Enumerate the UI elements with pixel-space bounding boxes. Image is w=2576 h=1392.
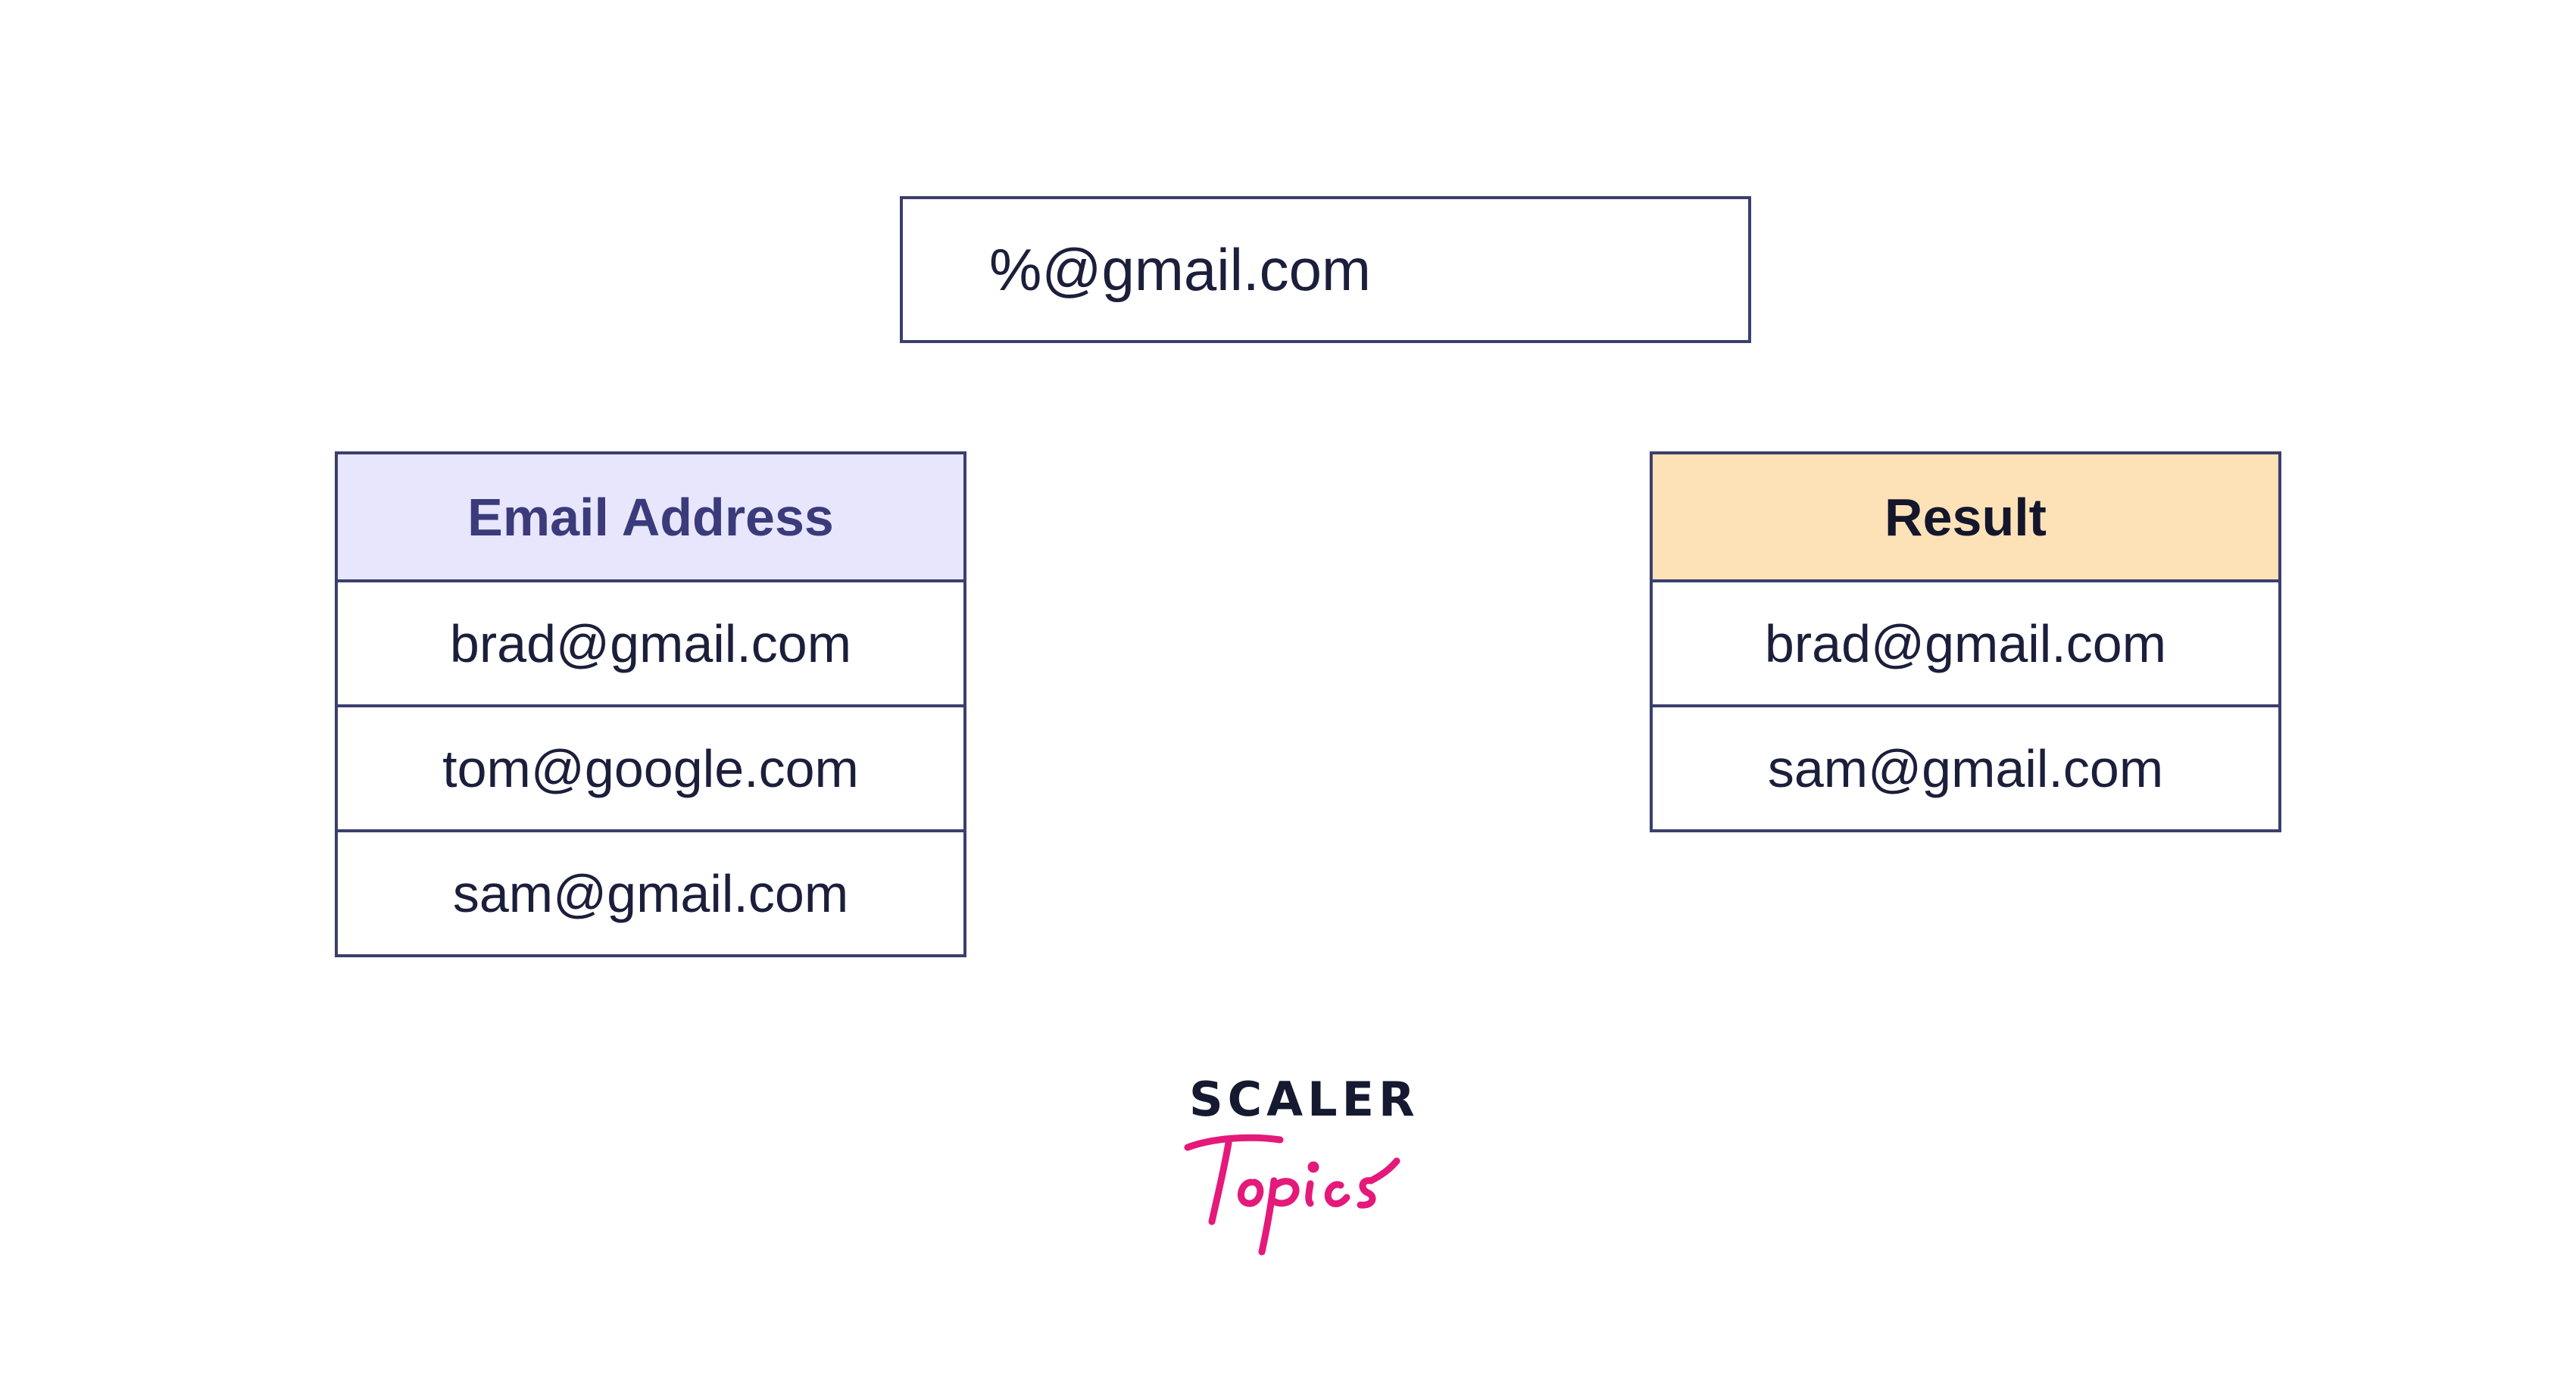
scaler-topics-logo: SCALER (1182, 1072, 1415, 1269)
result-table-header: Result (1653, 454, 2278, 579)
email-table-row: sam@gmail.com (338, 829, 963, 954)
result-table: Result brad@gmail.com sam@gmail.com (1650, 451, 2281, 832)
logo-script-topics (1184, 1134, 1400, 1256)
logo-wordmark: SCALER (1189, 1072, 1419, 1127)
result-table-row: sam@gmail.com (1653, 704, 2278, 829)
email-table-row: tom@google.com (338, 704, 963, 829)
pattern-text: %@gmail.com (989, 236, 1371, 303)
email-table-row: brad@gmail.com (338, 579, 963, 704)
pattern-box: %@gmail.com (900, 196, 1751, 343)
email-address-table: Email Address brad@gmail.com tom@google.… (335, 451, 966, 957)
result-table-row: brad@gmail.com (1653, 579, 2278, 704)
email-table-header: Email Address (338, 454, 963, 579)
